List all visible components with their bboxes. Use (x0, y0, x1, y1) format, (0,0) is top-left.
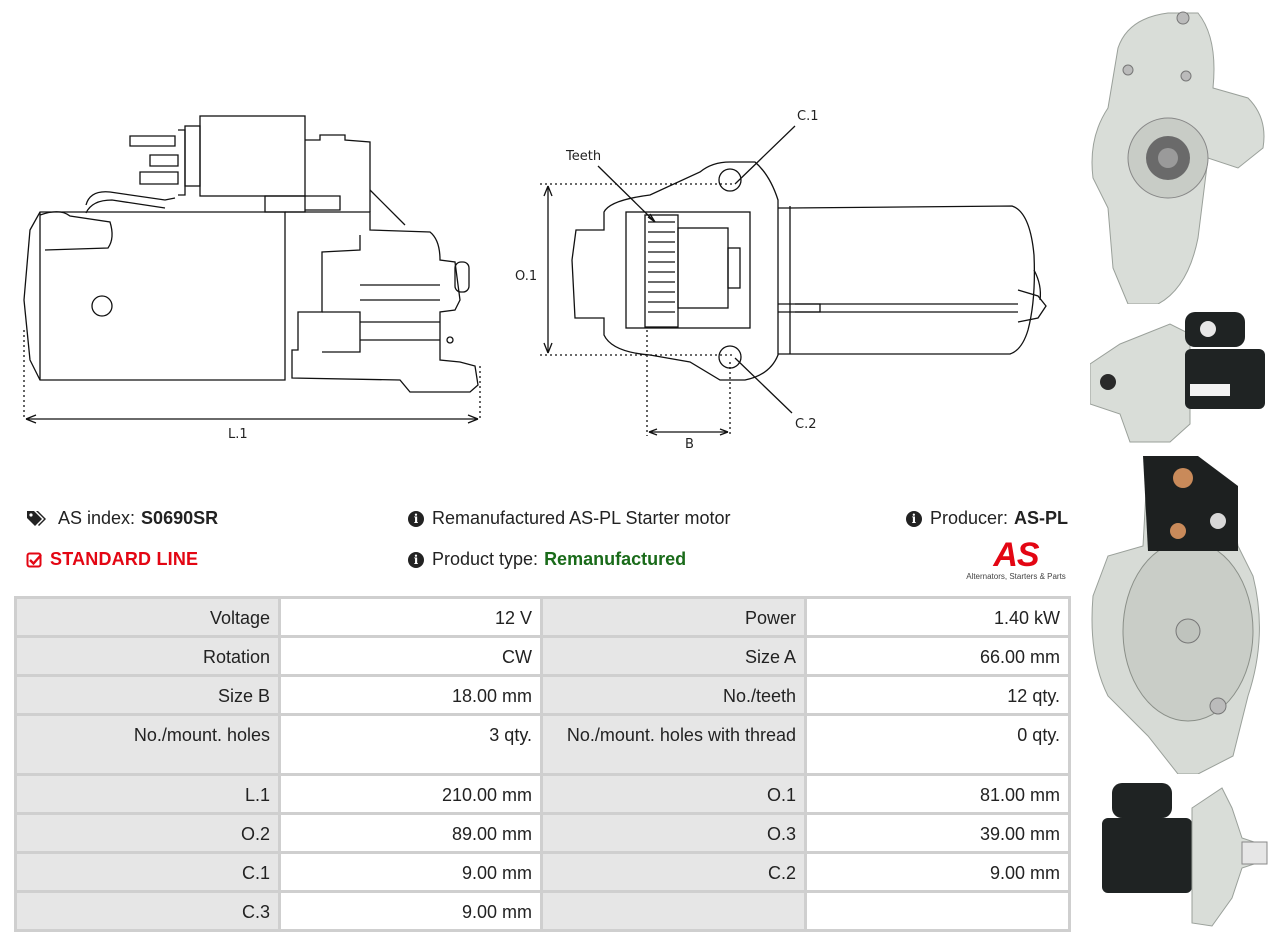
spec-value-cell: 12 qty. (804, 674, 1071, 716)
producer-row: i Producer: AS-PL (905, 508, 1068, 529)
spec-value-cell: 18.00 mm (278, 674, 543, 716)
spec-name-cell: Rotation (14, 635, 281, 677)
product-photo-side (1090, 312, 1265, 443)
front-view (540, 125, 1047, 436)
standard-line-row: STANDARD LINE (26, 549, 198, 570)
side-view (23, 115, 481, 424)
spec-name-cell: No./mount. holes (14, 713, 281, 776)
spec-name-cell: Power (540, 596, 807, 638)
spec-name-cell: C.3 (14, 890, 281, 932)
spec-name-cell: No./mount. holes with thread (540, 713, 807, 776)
spec-name-cell: L.1 (14, 773, 281, 815)
spec-value-cell: 1.40 kW (804, 596, 1071, 638)
as-pl-logo: AS Alternators, Starters & Parts (964, 538, 1068, 581)
spec-name-cell: Voltage (14, 596, 281, 638)
spec-value-cell: CW (278, 635, 543, 677)
standard-line-label: STANDARD LINE (50, 549, 199, 569)
spec-name-cell: O.2 (14, 812, 281, 854)
spec-value-cell: 39.00 mm (804, 812, 1071, 854)
product-photo-bottom (1102, 783, 1268, 927)
product-description: Remanufactured AS-PL Starter motor (432, 508, 731, 528)
spec-value-cell: 9.00 mm (278, 851, 543, 893)
check-square-icon (26, 552, 42, 567)
product-photo-rear (1091, 456, 1260, 774)
dim-label-o1: O.1 (515, 269, 537, 284)
description-row: i Remanufactured AS-PL Starter motor (408, 508, 730, 529)
dim-label-c2: C.2 (795, 417, 816, 432)
spec-name-cell: Size B (14, 674, 281, 716)
spec-value-cell: 3 qty. (278, 713, 543, 776)
spec-name-cell: Size A (540, 635, 807, 677)
spec-value-cell: 89.00 mm (278, 812, 543, 854)
logo-tagline: Alternators, Starters & Parts (966, 572, 1066, 581)
info-circle-icon: i (408, 510, 424, 527)
dim-label-b: B (685, 437, 694, 452)
spec-value-cell: 66.00 mm (804, 635, 1071, 677)
producer-label: Producer: (929, 508, 1008, 528)
dim-label-l1: L.1 (228, 427, 248, 442)
as-index-row: AS index: S0690SR (26, 508, 218, 529)
spec-value-cell: 210.00 mm (278, 773, 543, 815)
spec-name-cell: O.3 (540, 812, 807, 854)
spec-value-cell: 12 V (278, 596, 543, 638)
spec-value-cell: 81.00 mm (804, 773, 1071, 815)
dim-label-c1: C.1 (797, 109, 818, 124)
product-type-label: Product type: (432, 549, 539, 569)
spec-name-cell: O.1 (540, 773, 807, 815)
technical-drawing: L.1 O.1 Teeth C.1 C.2 B (23, 109, 1047, 452)
product-type-value: Remanufactured (544, 549, 687, 569)
producer-value: AS-PL (1014, 508, 1068, 528)
logo-mark: AS (993, 536, 1039, 574)
spec-value-cell: 0 qty. (804, 713, 1071, 776)
spec-name-cell: No./teeth (540, 674, 807, 716)
info-circle-icon: i (905, 510, 922, 527)
spec-value-cell (804, 890, 1071, 932)
as-index-value: S0690SR (141, 508, 219, 528)
spec-value-cell: 9.00 mm (804, 851, 1071, 893)
spec-name-cell (540, 890, 807, 932)
product-type-row: i Product type: Remanufactured (408, 549, 686, 570)
spec-name-cell: C.1 (14, 851, 281, 893)
as-index-label: AS index: (58, 508, 136, 528)
dim-label-teeth: Teeth (565, 149, 601, 164)
product-photo-front (1091, 11, 1265, 304)
spec-value-cell: 9.00 mm (278, 890, 543, 932)
tags-icon (27, 510, 46, 526)
info-circle-icon: i (408, 551, 424, 568)
spec-name-cell: C.2 (540, 851, 807, 893)
